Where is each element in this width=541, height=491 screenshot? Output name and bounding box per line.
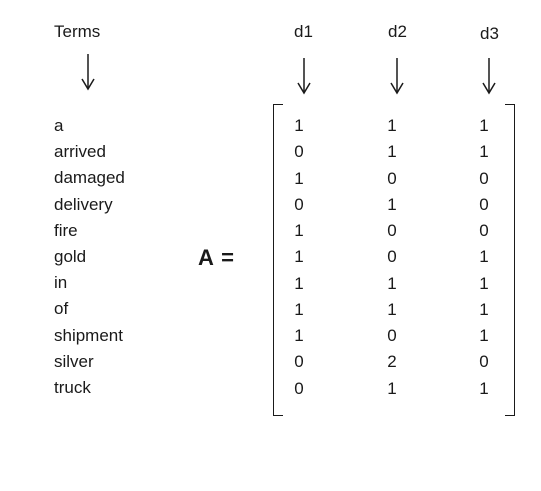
matrix-cell: 1 <box>294 274 304 293</box>
matrix-cell: 1 <box>294 326 304 345</box>
doc-header-d3: d3 <box>480 24 499 43</box>
matrix-row: 0 2 0 <box>273 352 515 372</box>
down-arrow-icon <box>81 54 95 91</box>
terms-list: a arrived damaged delivery fire gold in … <box>54 116 125 404</box>
matrix-row: 1 0 1 <box>273 326 515 346</box>
term-label: gold <box>54 246 87 266</box>
term-label: fire <box>54 220 78 240</box>
matrix-cell: 1 <box>387 274 397 293</box>
doc-header-d2: d2 <box>388 22 407 41</box>
matrix-cell: 1 <box>387 379 397 398</box>
matrix-cell: 0 <box>294 379 304 398</box>
matrix-cell: 0 <box>387 326 397 345</box>
matrix-cell: 1 <box>479 116 489 135</box>
down-arrow-icon <box>482 58 496 95</box>
term-label: in <box>54 273 68 293</box>
matrix-cell: 0 <box>479 352 489 371</box>
matrix-row: 1 0 0 <box>273 221 515 241</box>
down-arrow-icon <box>297 58 311 95</box>
matrix-cell: 1 <box>479 300 489 319</box>
matrix-cell: 1 <box>294 300 304 319</box>
matrix-cell: 1 <box>479 247 489 266</box>
matrix-cell: 1 <box>294 169 304 188</box>
term-label: of <box>54 299 69 319</box>
matrix-cell: 0 <box>294 195 304 214</box>
matrix-cell: 1 <box>387 116 397 135</box>
matrix-cell: 2 <box>387 352 397 371</box>
matrix-row: 0 1 1 <box>273 142 515 162</box>
left-bracket <box>273 104 283 416</box>
matrix-cell: 0 <box>479 221 489 240</box>
right-bracket <box>505 104 515 416</box>
matrix-cell: 1 <box>387 142 397 161</box>
matrix-cell: 1 <box>294 116 304 135</box>
doc-header-d1: d1 <box>294 22 313 41</box>
term-label: truck <box>54 377 91 397</box>
matrix-row: 1 0 1 <box>273 247 515 267</box>
matrix-cell: 1 <box>387 195 397 214</box>
terms-header: Terms <box>54 22 101 41</box>
matrix-cell: 0 <box>479 169 489 188</box>
term-label: arrived <box>54 142 106 162</box>
matrix-cell: 0 <box>479 195 489 214</box>
matrix-row: 1 1 1 <box>273 116 515 136</box>
term-label: delivery <box>54 194 113 214</box>
matrix-cell: 1 <box>479 274 489 293</box>
matrix-cell: 0 <box>387 221 397 240</box>
matrix-label: A = <box>198 245 236 270</box>
matrix-cell: 0 <box>294 142 304 161</box>
matrix-cell: 1 <box>387 300 397 319</box>
term-label: a <box>54 116 64 135</box>
matrix-row: 0 1 1 <box>273 379 515 399</box>
term-label: silver <box>54 351 94 371</box>
matrix-cell: 1 <box>479 379 489 398</box>
down-arrow-icon <box>390 58 404 95</box>
term-document-matrix: 1 1 1 0 1 1 1 0 0 0 1 0 1 0 0 1 0 1 1 1 … <box>273 104 515 416</box>
term-label: damaged <box>54 168 125 188</box>
matrix-cell: 1 <box>294 221 304 240</box>
matrix-row: 1 0 0 <box>273 169 515 189</box>
matrix-cell: 1 <box>294 247 304 266</box>
matrix-cell: 1 <box>479 326 489 345</box>
matrix-row: 1 1 1 <box>273 274 515 294</box>
matrix-cell: 0 <box>387 247 397 266</box>
matrix-cell: 1 <box>479 142 489 161</box>
matrix-row: 1 1 1 <box>273 300 515 320</box>
matrix-cell: 0 <box>294 352 304 371</box>
matrix-cell: 0 <box>387 169 397 188</box>
matrix-row: 0 1 0 <box>273 195 515 215</box>
term-label: shipment <box>54 325 123 345</box>
